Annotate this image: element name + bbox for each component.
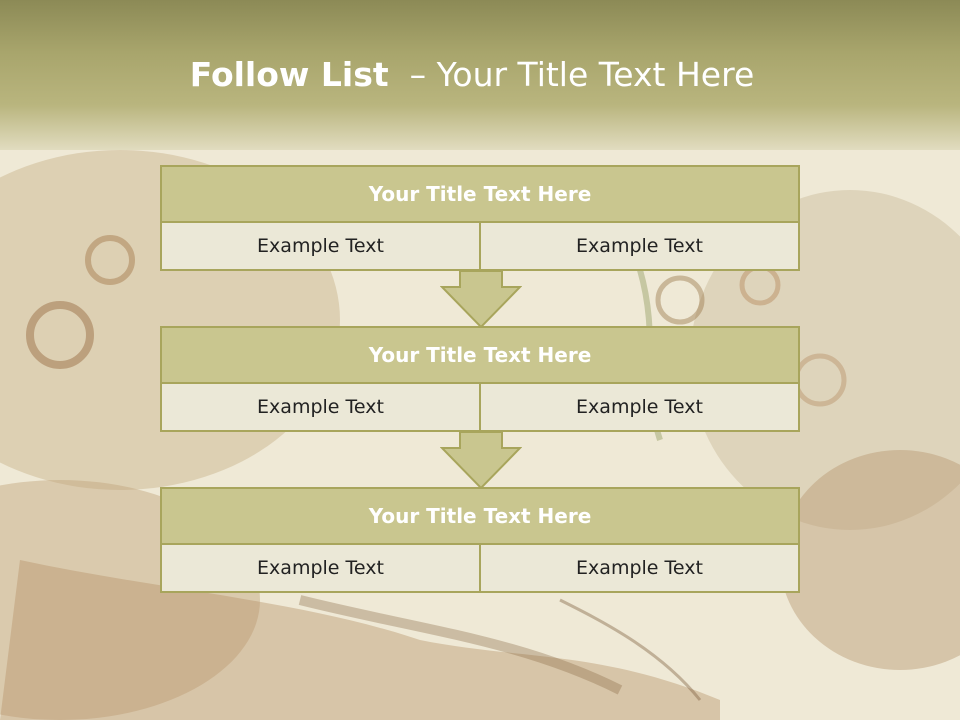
- slide-title: Follow List – Your Title Text Here: [0, 52, 944, 98]
- step-card-3: Your Title Text Here Example Text Exampl…: [160, 487, 800, 593]
- slide-title-rest: – Your Title Text Here: [388, 55, 755, 94]
- step-cell-left: Example Text: [160, 221, 481, 271]
- step-cell-right: Example Text: [479, 543, 800, 593]
- step-cell-left: Example Text: [160, 543, 481, 593]
- slide-title-bold: Follow List: [189, 55, 389, 94]
- step-card-2: Your Title Text Here Example Text Exampl…: [160, 326, 800, 432]
- step-title: Your Title Text Here: [160, 326, 800, 384]
- step-cell-left: Example Text: [160, 382, 481, 432]
- step-cell-right: Example Text: [479, 382, 800, 432]
- header-bar: [0, 0, 960, 150]
- down-arrow-icon: [440, 271, 522, 329]
- step-title: Your Title Text Here: [160, 487, 800, 545]
- down-arrow-icon: [440, 432, 522, 490]
- step-card-1: Your Title Text Here Example Text Exampl…: [160, 165, 800, 271]
- step-cell-right: Example Text: [479, 221, 800, 271]
- step-title: Your Title Text Here: [160, 165, 800, 223]
